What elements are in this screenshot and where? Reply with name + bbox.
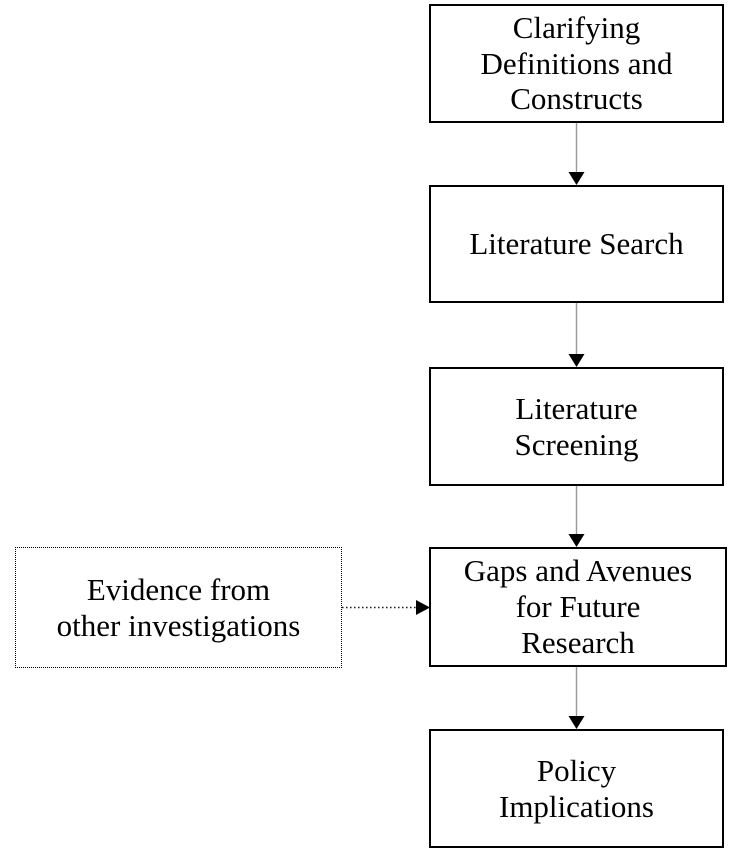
arrow-lit-screening-to-gaps bbox=[568, 486, 585, 547]
flow-node-literature-screening: Literature Screening bbox=[429, 367, 724, 486]
flow-node-gaps-future-research: Gaps and Avenues for Future Research bbox=[429, 547, 727, 667]
flow-node-literature-search: Literature Search bbox=[429, 185, 724, 303]
dotted-arrow-evidence-to-gaps bbox=[342, 600, 430, 615]
flow-node-evidence-other-investigations: Evidence from other investigations bbox=[15, 547, 342, 668]
arrow-lit-search-to-lit-screening bbox=[568, 303, 585, 367]
arrow-clarifying-to-lit-search bbox=[568, 123, 585, 185]
flow-node-policy-implications: Policy Implications bbox=[429, 729, 724, 848]
arrow-gaps-to-policy bbox=[568, 667, 585, 729]
flow-node-clarifying-definitions: Clarifying Definitions and Constructs bbox=[429, 4, 724, 123]
